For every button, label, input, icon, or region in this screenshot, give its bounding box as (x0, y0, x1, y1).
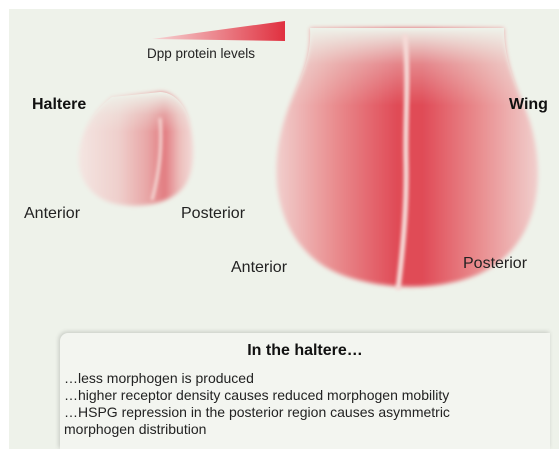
wing-disc (276, 28, 538, 290)
dpp-level-legend-wedge (152, 21, 285, 41)
wing-anterior-label: Anterior (231, 259, 287, 277)
haltere-anterior-label: Anterior (24, 205, 80, 223)
notes-title: In the haltere… (60, 342, 550, 360)
haltere-notes-box: In the haltere… …less morphogen is produ… (60, 333, 550, 449)
note-line: morphogen distribution (64, 421, 206, 438)
note-line: …less morphogen is produced (64, 370, 254, 387)
haltere-posterior-label: Posterior (181, 205, 245, 223)
wing-posterior-label: Posterior (463, 255, 527, 273)
legend-label: Dpp protein levels (147, 46, 255, 61)
note-line: …HSPG repression in the posterior region… (64, 404, 450, 421)
haltere-title: Haltere (32, 96, 86, 114)
wing-title: Wing (509, 96, 548, 114)
note-line: …higher receptor density causes reduced … (64, 387, 449, 404)
haltere-disc (79, 92, 194, 206)
